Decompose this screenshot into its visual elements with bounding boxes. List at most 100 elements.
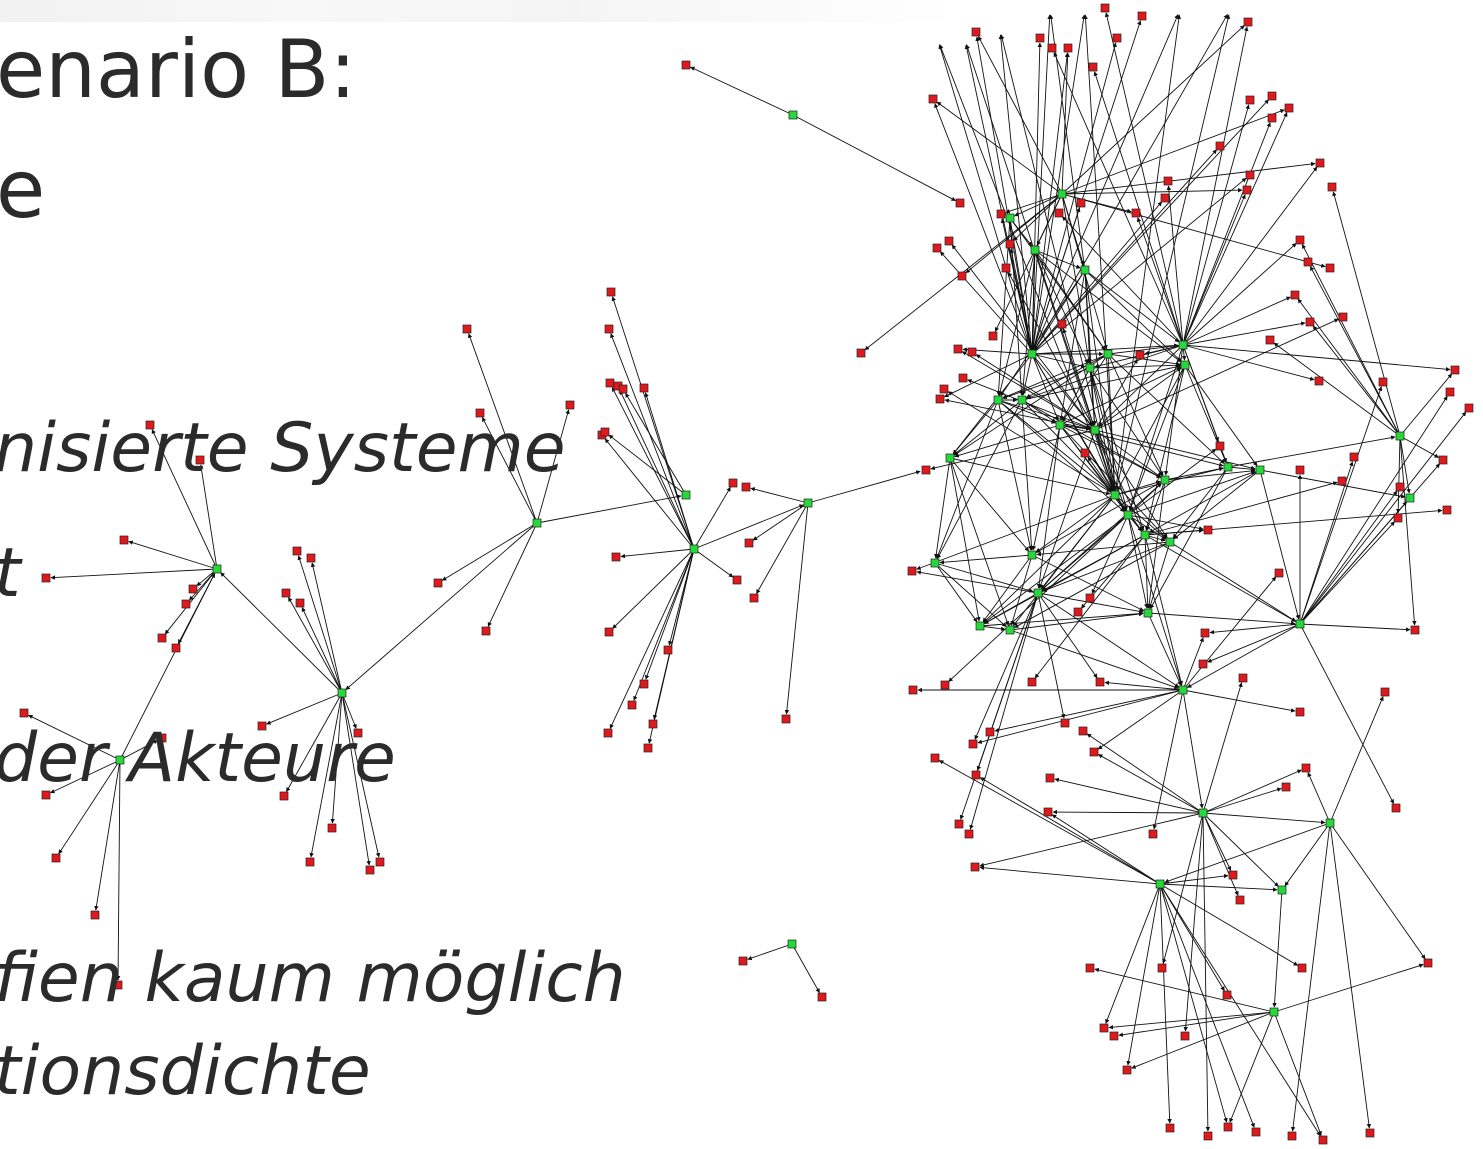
leaf-node — [728, 478, 738, 488]
graph-edge — [1159, 883, 1172, 1124]
hub-node — [1255, 465, 1265, 475]
graph-edge — [1182, 104, 1250, 346]
leaf-node — [954, 819, 964, 829]
graph-edge — [1159, 883, 1255, 1128]
graph-edge — [1395, 435, 1401, 514]
leaf-node — [1235, 895, 1245, 905]
graph-edge — [974, 592, 1039, 740]
graph-edge — [997, 399, 1033, 551]
leaf-node — [1464, 403, 1474, 413]
graph-edge — [1097, 689, 1184, 750]
graph-edge — [693, 548, 734, 578]
hub-node — [1405, 493, 1415, 503]
leaf-node — [944, 236, 954, 246]
graph-edge — [1037, 592, 1180, 688]
leaf-node — [1251, 1127, 1261, 1137]
leaf-node — [1242, 185, 1252, 195]
graph-edge — [1059, 424, 1161, 479]
graph-edge — [1146, 479, 1166, 609]
leaf-node — [1365, 1128, 1375, 1138]
leaf-node — [1203, 525, 1213, 535]
graph-edge — [792, 114, 956, 202]
graph-edge — [934, 562, 1034, 593]
graph-edge — [1299, 521, 1395, 625]
graph-edge — [612, 548, 695, 629]
graph-edge — [611, 387, 695, 550]
graph-edge — [1184, 364, 1258, 467]
graph-edge — [1054, 777, 1204, 814]
leaf-node — [119, 535, 129, 545]
leaf-node — [955, 198, 965, 208]
graph-edge — [619, 390, 695, 550]
graph-edge — [1159, 883, 1225, 992]
leaf-node — [90, 910, 100, 920]
graph-edge — [999, 34, 1116, 496]
graph-edge — [467, 333, 538, 524]
leaf-node — [741, 482, 751, 492]
leaf-node — [856, 348, 866, 358]
leaf-node — [958, 373, 968, 383]
graph-edge — [341, 692, 381, 858]
hub-node — [1325, 818, 1335, 828]
graph-edge — [1094, 429, 1127, 511]
graph-edge — [948, 514, 1129, 682]
graph-edge — [330, 692, 343, 824]
graph-edge — [1083, 14, 1116, 496]
hub-node — [787, 939, 797, 949]
graph-edge — [983, 494, 1116, 623]
leaf-node — [1180, 1031, 1190, 1041]
graph-edge — [1114, 14, 1231, 496]
graph-edge — [58, 759, 121, 855]
graph-edge — [1164, 468, 1256, 481]
graph-edge — [1104, 12, 1184, 346]
graph-edge — [1118, 1011, 1275, 1037]
leaf-node — [1057, 319, 1067, 329]
leaf-node — [940, 680, 950, 690]
hub-node — [1295, 619, 1305, 629]
graph-edge — [1182, 166, 1318, 346]
hub-node — [1223, 462, 1233, 472]
graph-edge — [1094, 967, 1275, 1013]
graph-edge — [1273, 1011, 1322, 1136]
graph-edge — [1021, 399, 1162, 478]
graph-edge — [1144, 364, 1186, 531]
leaf-node — [1245, 95, 1255, 105]
leaf-node — [663, 645, 673, 655]
graph-edge — [1148, 469, 1261, 533]
hub-node — [1155, 879, 1165, 889]
graph-edge — [979, 777, 1161, 885]
graph-edge — [916, 494, 1116, 570]
graph-edge — [1162, 812, 1204, 964]
leaf-node — [145, 420, 155, 430]
graph-edge — [1182, 637, 1204, 691]
leaf-node — [1325, 263, 1335, 273]
graph-edge — [1182, 344, 1315, 381]
graph-edge — [784, 502, 809, 715]
graph-edge — [979, 812, 1204, 868]
graph-edge — [611, 296, 695, 550]
leaf-node — [1163, 176, 1173, 186]
graph-edge — [119, 739, 158, 761]
leaf-node — [1215, 141, 1225, 151]
graph-edge — [747, 943, 793, 961]
graph-edge — [1273, 963, 1424, 1013]
hub-node — [1027, 349, 1037, 359]
graph-edge — [481, 417, 538, 524]
graph-edge — [1094, 358, 1138, 431]
graph-edge — [1173, 469, 1261, 540]
graph-edge — [1089, 367, 1145, 531]
graph-edge — [939, 554, 1033, 565]
graph-edges — [28, 12, 1467, 1137]
graph-edge — [1202, 812, 1232, 871]
graph-edge — [1186, 623, 1301, 688]
graph-edge — [1284, 822, 1331, 887]
leaf-node — [605, 378, 615, 388]
graph-edge — [1127, 470, 1256, 516]
leaf-node — [817, 992, 827, 1002]
graph-edge — [1183, 812, 1204, 1032]
hub-node — [532, 518, 542, 528]
slide-title-line-2: e — [0, 143, 46, 236]
leaf-node — [171, 643, 181, 653]
leaf-node — [932, 243, 942, 253]
graph-edge — [936, 399, 1023, 559]
